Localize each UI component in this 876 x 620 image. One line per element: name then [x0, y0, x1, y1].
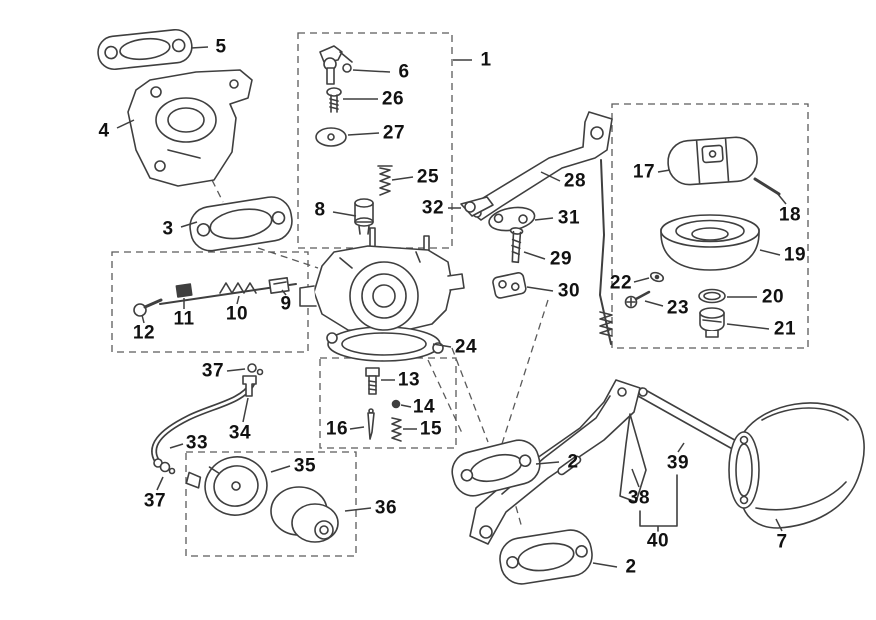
part-37-clip-lower — [159, 461, 176, 475]
leader-line-38 — [631, 468, 640, 488]
part-5-gasket — [97, 28, 193, 71]
leader-line-33 — [169, 443, 184, 449]
leader-line-16 — [349, 426, 365, 430]
part-35-pump-body — [185, 456, 268, 516]
part-30-plate — [492, 272, 527, 299]
part-26-screw — [326, 87, 342, 113]
leader-line-35 — [270, 465, 291, 473]
leader-line-7 — [775, 518, 783, 532]
part-32-bracket — [460, 196, 494, 217]
leader-line-27 — [347, 132, 380, 136]
part-10-spring — [219, 282, 257, 294]
leader-line-9 — [281, 289, 287, 296]
dashed-box-group-17-23 — [611, 103, 809, 349]
leader-lines — [116, 46, 787, 568]
part-17-float — [667, 136, 758, 186]
part-34-fitting — [242, 375, 257, 397]
part-11-block — [175, 283, 193, 298]
leader-line-17 — [657, 169, 671, 173]
leader-line-18 — [776, 192, 787, 205]
part-31-throttle-set — [488, 206, 536, 232]
leader-line-19 — [759, 249, 781, 256]
leader-line-30 — [526, 286, 554, 292]
part-group-13-16 — [365, 367, 402, 442]
part-25-spring — [377, 165, 393, 196]
leader-line-6 — [352, 69, 391, 73]
leader-line-4 — [116, 119, 135, 129]
leader-line-3 — [180, 221, 198, 228]
leader-line-2b — [592, 562, 618, 568]
part-15-spring — [391, 417, 402, 442]
part-4-mounting-bracket — [127, 69, 253, 187]
leader-line-28 — [540, 171, 561, 182]
part-13-bolt — [365, 367, 380, 395]
part-2-gasket-upper — [451, 439, 541, 497]
leader-line-24 — [432, 343, 452, 348]
part-28-choke-arm — [470, 111, 613, 221]
leader-line-37b — [156, 476, 164, 491]
part-8-pin-valve — [354, 198, 374, 235]
dashed-box-group-13-16 — [319, 357, 457, 449]
dashed-box-group-35-36 — [185, 451, 357, 557]
part-33-fuel-hose — [151, 381, 255, 468]
leader-line-14 — [400, 404, 412, 408]
leader-line-23 — [644, 300, 664, 307]
leader-line-29 — [523, 251, 546, 260]
part-3-gasket — [189, 196, 293, 252]
part-23-screw — [624, 290, 651, 309]
part-group-9-12 — [133, 277, 297, 317]
part-9-sleeve — [268, 277, 290, 294]
part-6-choke-lever — [319, 45, 353, 85]
dashed-box-group-9-12 — [111, 251, 309, 353]
throttle-rod — [599, 159, 613, 345]
leader-line-12 — [141, 314, 145, 324]
leader-line-5 — [190, 46, 209, 49]
leader-line-25 — [391, 176, 414, 181]
part-2-gasket-lower — [499, 529, 593, 585]
label-40-bracket — [639, 474, 678, 532]
part-36-pump-cap — [270, 486, 339, 543]
leader-line-21 — [726, 323, 770, 330]
leader-line-10 — [236, 295, 240, 305]
part-24-carburetor-body — [299, 227, 465, 362]
leader-line-36 — [344, 507, 372, 512]
leader-line-39 — [677, 442, 685, 453]
part-37-clip-upper — [247, 363, 264, 376]
part-16-needle — [367, 408, 375, 440]
part-7-air-guide — [728, 402, 865, 529]
part-18-float-pin — [753, 177, 781, 196]
part-20-o-ring — [698, 288, 726, 304]
part-27-choke-plate — [315, 127, 347, 147]
part-14-ball — [391, 399, 401, 409]
part-39-rod — [637, 387, 741, 452]
part-21-drain-bolt — [699, 307, 725, 338]
part-22-clip — [649, 271, 665, 283]
leader-line-31 — [534, 217, 554, 221]
leader-line-37a — [226, 368, 246, 372]
leader-line-2a — [535, 461, 560, 465]
leader-line-34 — [242, 397, 249, 423]
part-19-float-bowl — [660, 214, 760, 271]
part-12-screw — [133, 298, 163, 317]
leader-line-22 — [633, 277, 650, 283]
part-29-screw — [509, 227, 524, 264]
leader-line-8 — [332, 211, 357, 217]
